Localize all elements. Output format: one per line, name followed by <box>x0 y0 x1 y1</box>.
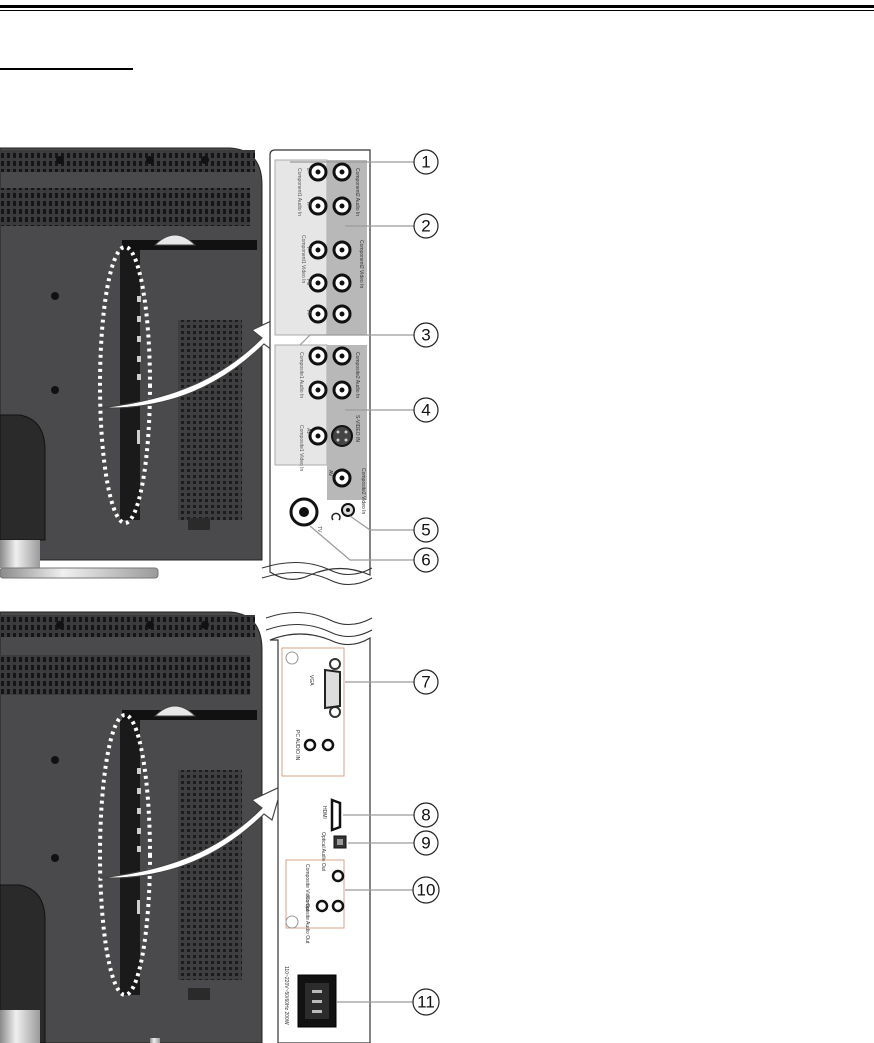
label-tv: TV <box>316 526 322 533</box>
label-vga: VGA <box>308 675 314 686</box>
label-component1-video: Component1 Video In <box>300 235 306 283</box>
label-y: Y <box>305 246 311 250</box>
svg-text:2: 2 <box>421 217 430 236</box>
callout-4: 4 <box>413 397 439 423</box>
svideo-jack <box>331 425 353 447</box>
label-composite1-video: Composite1 Video In <box>298 425 304 472</box>
vga-port <box>324 668 341 710</box>
label-component1-audio: Component1 Audio In <box>296 168 302 216</box>
label-pc-audio-in: PC AUDIO IN <box>294 730 300 761</box>
tv-back-bottom <box>0 611 283 1043</box>
label-av2: AV <box>327 470 333 477</box>
callout-2: 2 <box>413 213 439 239</box>
headphone-icon <box>331 512 341 521</box>
callout-3: 3 <box>413 322 439 348</box>
label-av1: AV <box>305 428 311 435</box>
section-heading-underline <box>0 68 133 70</box>
label-component2-audio: Component2 Audio In <box>354 168 360 216</box>
label-composite-audio-out: Composite Audio Out <box>304 896 310 944</box>
label-pr: Pr <box>305 310 311 315</box>
label-composite-video-out: Composite Video Out <box>304 864 310 912</box>
svg-text:3: 3 <box>421 326 430 345</box>
svg-text:4: 4 <box>421 401 430 420</box>
label-composite2-video: Composite2 Video In <box>360 468 366 515</box>
label-svideo: S-VIDEO IN <box>354 415 360 442</box>
svg-text:6: 6 <box>421 551 430 570</box>
label-component2-video: Component2 Video In <box>358 240 364 288</box>
callout-lines <box>290 161 414 1003</box>
tv-back-top <box>0 147 283 579</box>
label-hdmi: HDMI <box>321 806 327 819</box>
callout-8: 8 <box>413 802 439 828</box>
svg-text:5: 5 <box>421 521 430 540</box>
svg-text:11: 11 <box>417 993 435 1012</box>
callout-1: 1 <box>413 149 439 175</box>
callout-6: 6 <box>413 547 439 573</box>
connector-panel-top: Component1 Audio In Component1 Video In … <box>261 149 373 585</box>
label-composite1-audio: Composite1 Audio In <box>298 352 304 398</box>
callout-7: 7 <box>413 669 439 695</box>
label-r: R <box>305 202 311 206</box>
label-optical: Optical Audio Out <box>320 832 326 872</box>
label-pb: Pb <box>305 279 311 285</box>
svg-text:8: 8 <box>421 806 430 825</box>
svg-text:7: 7 <box>421 673 430 692</box>
callout-10: 10 <box>412 876 440 904</box>
top-rule-thin <box>0 10 874 11</box>
label-power-rating: 110~220V~50/60Hz 200W <box>283 966 289 1025</box>
callout-9: 9 <box>413 830 439 856</box>
label-composite2-audio: Composite2 Audio In <box>354 352 360 398</box>
svg-text:9: 9 <box>421 834 430 853</box>
label-l: L <box>305 168 311 171</box>
svg-text:1: 1 <box>421 153 430 172</box>
callout-5: 5 <box>413 517 439 543</box>
svg-text:10: 10 <box>417 881 436 900</box>
hdmi-port <box>330 798 342 832</box>
connector-panel-bottom: VGA PC AUDIO IN HDMI Optical Audio Out C… <box>265 611 373 1043</box>
top-rule-thick <box>0 5 874 8</box>
callout-11: 11 <box>412 988 440 1016</box>
